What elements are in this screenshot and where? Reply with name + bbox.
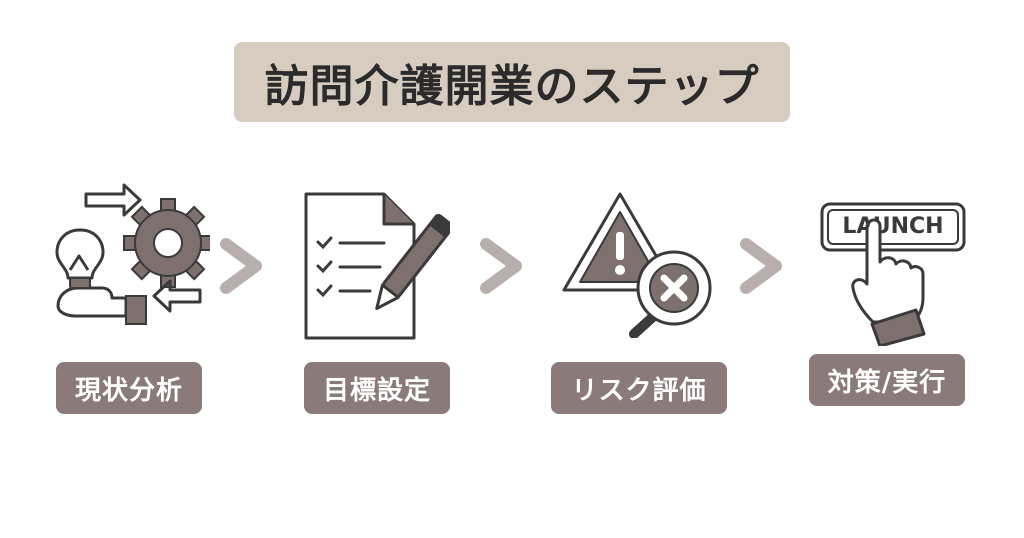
chevron-right-icon xyxy=(740,238,782,294)
warning-magnifier-icon xyxy=(562,192,712,338)
diagram-title: 訪問介護開業のステップ xyxy=(234,42,790,122)
step-label-execution: 対策/実行 xyxy=(809,354,965,406)
checklist-pen-icon xyxy=(304,192,450,340)
launch-text: LAUNCH xyxy=(842,214,944,239)
launch-button-icon: LAUNCH xyxy=(818,196,968,346)
step-label-goal-setting: 目標設定 xyxy=(304,362,450,414)
step-label-risk-assessment: リスク評価 xyxy=(551,362,727,414)
chevron-right-icon xyxy=(220,238,262,294)
step-label-analysis: 現状分析 xyxy=(56,362,202,414)
chevron-right-icon xyxy=(480,238,522,294)
lightbulb-gear-icon xyxy=(55,183,210,325)
